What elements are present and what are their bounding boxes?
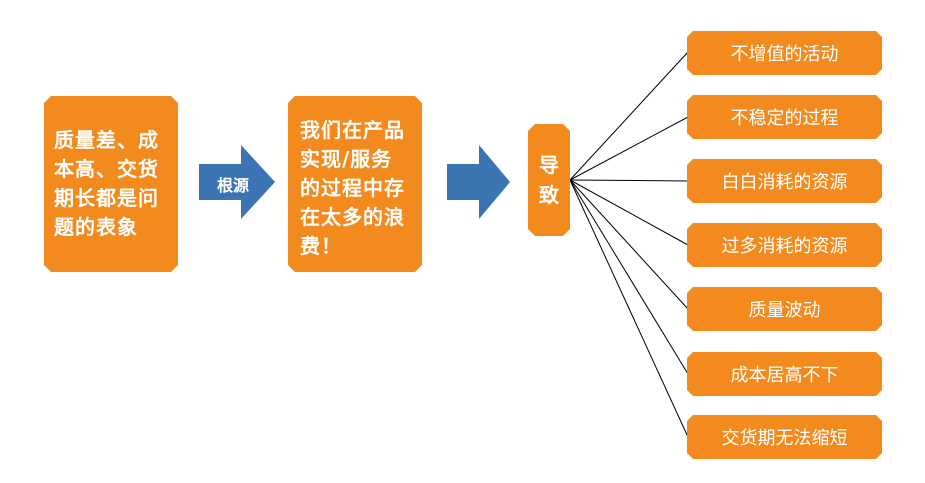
lead-to-box: 导致 bbox=[528, 124, 570, 236]
root-cause-arrow bbox=[199, 145, 275, 219]
problem-text: 质量差、成本高、交货期长都是问题的表象 bbox=[54, 128, 159, 239]
effect-box: 成本居高不下 bbox=[687, 352, 882, 396]
lead-arrow bbox=[447, 145, 510, 219]
connector-line bbox=[569, 116, 689, 181]
connector-line bbox=[569, 179, 689, 438]
waste-text: 我们在产品实现/服务的过程中存在太多的浪费！ bbox=[300, 118, 405, 258]
connector-line bbox=[569, 179, 689, 375]
connector-line bbox=[569, 179, 689, 310]
effect-box: 不稳定的过程 bbox=[687, 95, 882, 139]
effect-label: 不稳定的过程 bbox=[730, 108, 839, 129]
effect-label: 过多消耗的资源 bbox=[721, 236, 848, 257]
connector-line bbox=[569, 179, 689, 246]
problem-box: 质量差、成本高、交货期长都是问题的表象 bbox=[44, 96, 178, 272]
effect-box: 过多消耗的资源 bbox=[687, 223, 882, 267]
root-cause-label: 根源 bbox=[216, 176, 249, 195]
connector-line bbox=[569, 51, 689, 181]
effect-box: 交货期无法缩短 bbox=[687, 415, 882, 459]
effect-label: 不增值的活动 bbox=[730, 44, 839, 65]
effect-box: 不增值的活动 bbox=[687, 31, 882, 75]
effect-label: 质量波动 bbox=[748, 300, 821, 321]
effect-label: 交货期无法缩短 bbox=[721, 428, 848, 449]
effect-label: 成本居高不下 bbox=[730, 365, 839, 386]
connector-line bbox=[569, 179, 689, 182]
waste-box: 我们在产品实现/服务的过程中存在太多的浪费！ bbox=[288, 96, 422, 272]
effect-label: 白白消耗的资源 bbox=[721, 172, 848, 193]
effect-box: 质量波动 bbox=[687, 287, 882, 331]
lead-to-text: 导致 bbox=[539, 153, 559, 207]
effect-box: 白白消耗的资源 bbox=[687, 159, 882, 203]
